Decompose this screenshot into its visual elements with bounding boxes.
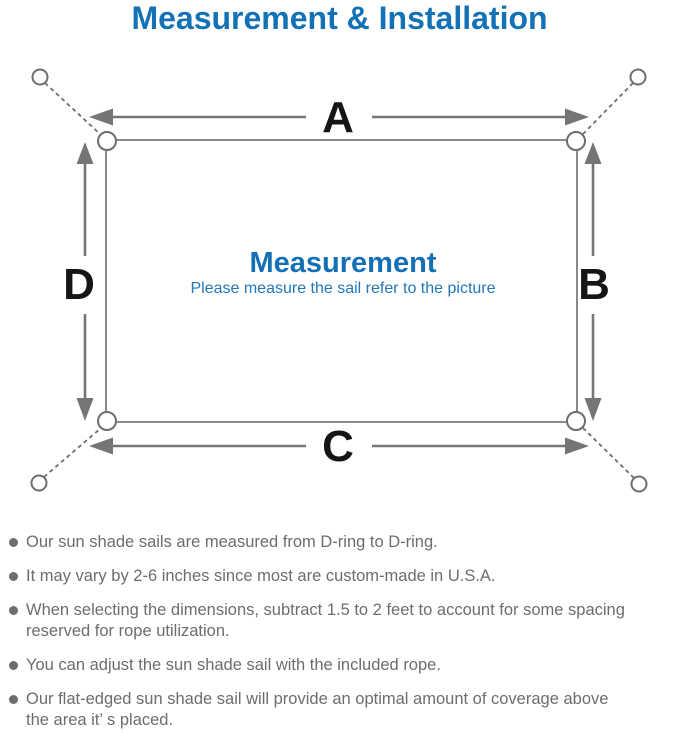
dimension-label-c: C (322, 422, 354, 471)
dimension-label-a: A (322, 93, 354, 142)
list-item-text: the area it’ s placed. (26, 711, 174, 729)
list-item-text: When selecting the dimensions, subtract … (26, 601, 625, 619)
list-item-text: reserved for rope utilization. (26, 622, 230, 640)
list-item: It may vary by 2-6 inches since most are… (9, 566, 677, 587)
dimension-label-b: B (578, 260, 610, 309)
list-item-text: You can adjust the sun shade sail with t… (26, 656, 441, 674)
list-item: Our sun shade sails are measured from D-… (9, 532, 677, 553)
anchor-point-bottom-right (630, 475, 648, 493)
bullet-icon (9, 606, 18, 615)
list-item-text: Our sun shade sails are measured from D-… (26, 533, 438, 551)
tether-line-top-left (44, 82, 101, 135)
list-item: When selecting the dimensions, subtract … (9, 600, 677, 642)
tether-line-bottom-right (582, 427, 635, 479)
anchor-point-top-right (629, 68, 647, 86)
page-title: Measurement & Installation (131, 0, 548, 36)
tether-line-bottom-left (43, 427, 102, 478)
d-ring-bottom-left-icon (97, 411, 117, 431)
diagram-center-title: Measurement (250, 247, 437, 279)
d-ring-top-left-icon (97, 131, 117, 151)
list-item: Our flat-edged sun shade sail will provi… (9, 689, 677, 731)
measurement-diagram: A B C D Measurement Please measure the s… (30, 68, 648, 493)
bullet-icon (9, 572, 18, 581)
dimension-arrow-c (89, 437, 589, 455)
d-ring-top-right-icon (566, 131, 586, 151)
bullet-icon (9, 538, 18, 547)
anchor-point-top-left (31, 68, 49, 86)
dimension-arrow-b (584, 142, 602, 421)
list-item: You can adjust the sun shade sail with t… (9, 655, 677, 676)
dimension-arrow-a (89, 108, 589, 126)
dimension-label-d: D (63, 260, 95, 309)
bullet-icon (9, 695, 18, 704)
diagram-center-subtitle: Please measure the sail refer to the pic… (190, 280, 495, 297)
bullet-icon (9, 661, 18, 670)
instruction-list: Our sun shade sails are measured from D-… (9, 532, 677, 744)
anchor-point-bottom-left (30, 474, 48, 492)
list-item-text: It may vary by 2-6 inches since most are… (26, 567, 496, 585)
dimension-arrow-d (76, 142, 94, 421)
tether-line-top-right (582, 82, 634, 135)
d-ring-bottom-right-icon (566, 411, 586, 431)
list-item-text: Our flat-edged sun shade sail will provi… (26, 690, 609, 708)
sail-rectangle (105, 139, 578, 423)
